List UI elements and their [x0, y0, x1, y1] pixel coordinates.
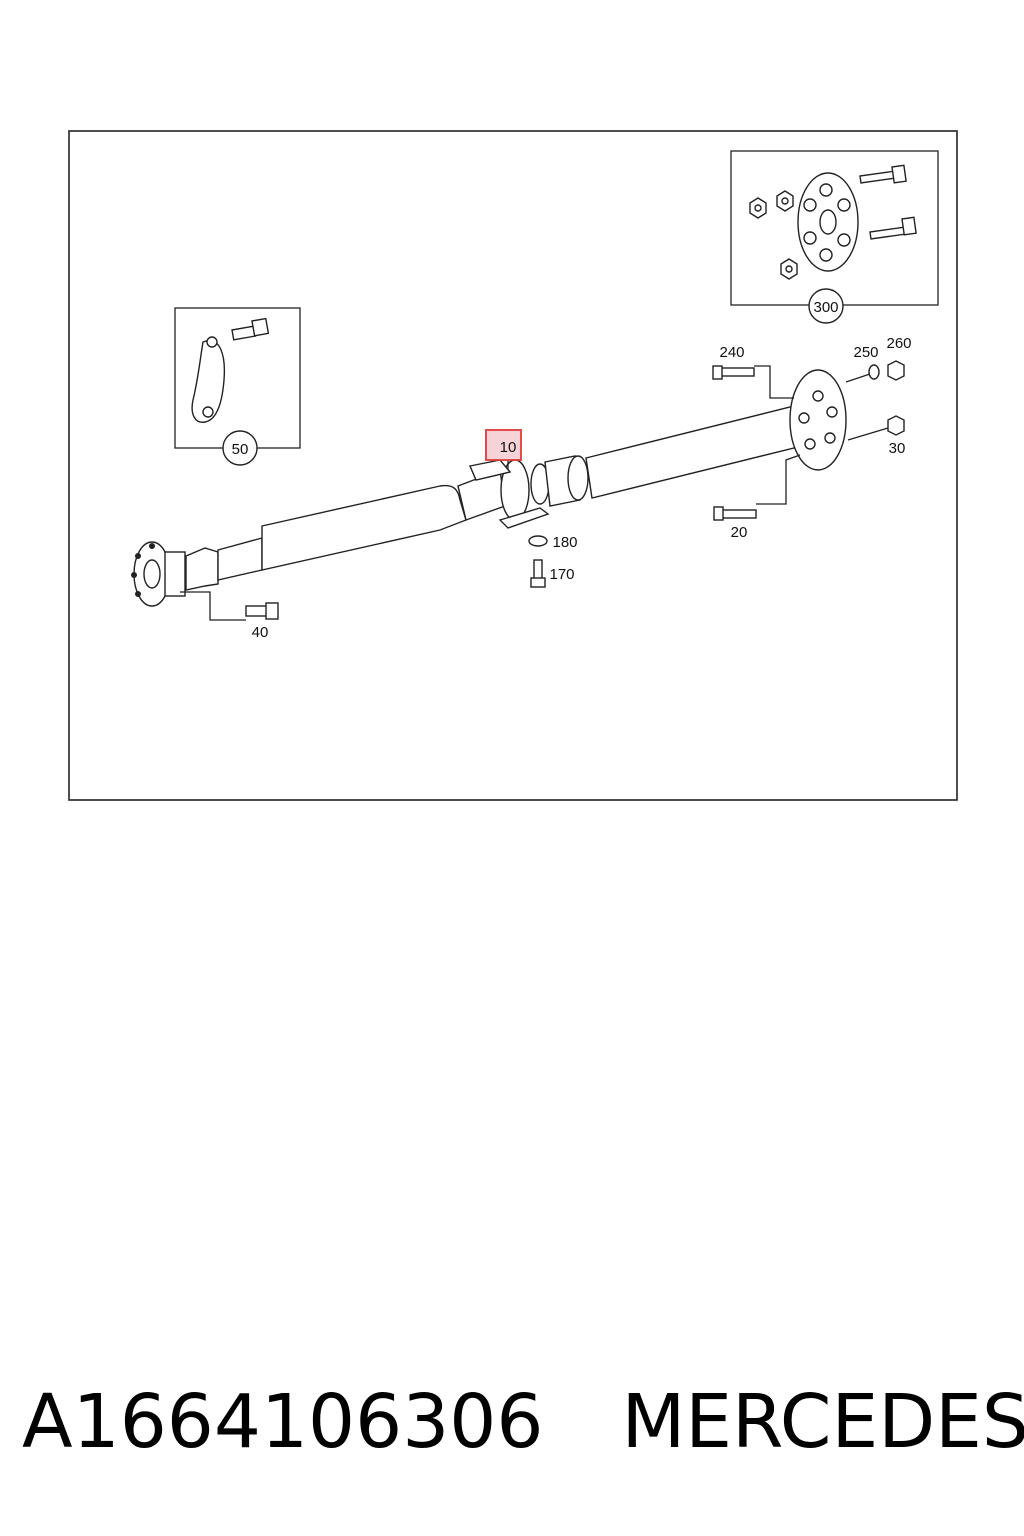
- callout-300: 300: [813, 299, 838, 316]
- leader-lines: [180, 365, 889, 621]
- callout-260: 260: [886, 335, 911, 352]
- footer-caption: A1664106306 MERCEDES: [22, 1372, 1024, 1472]
- callout-250: 250: [853, 344, 878, 361]
- brand-name: MERCEDES: [621, 1379, 1024, 1465]
- inset-bracket: 50: [174, 307, 301, 466]
- propeller-shaft: [131, 369, 847, 607]
- fasteners: [245, 360, 905, 620]
- callout-50: 50: [232, 441, 249, 458]
- callout-170: 170: [549, 566, 574, 583]
- callout-20: 20: [731, 524, 748, 541]
- part-number: A1664106306: [22, 1379, 544, 1465]
- callout-labels: 10 240 250 260 30 20 180 170 40: [252, 335, 912, 641]
- callout-30: 30: [889, 440, 906, 457]
- inset-flex-disc-kit: 300: [730, 150, 939, 324]
- callout-180: 180: [552, 534, 577, 551]
- diagram-frame: [68, 130, 958, 801]
- highlight-box-10[interactable]: [485, 429, 522, 461]
- callout-10[interactable]: 10: [500, 439, 517, 456]
- callout-40: 40: [252, 624, 269, 641]
- callout-240: 240: [719, 344, 744, 361]
